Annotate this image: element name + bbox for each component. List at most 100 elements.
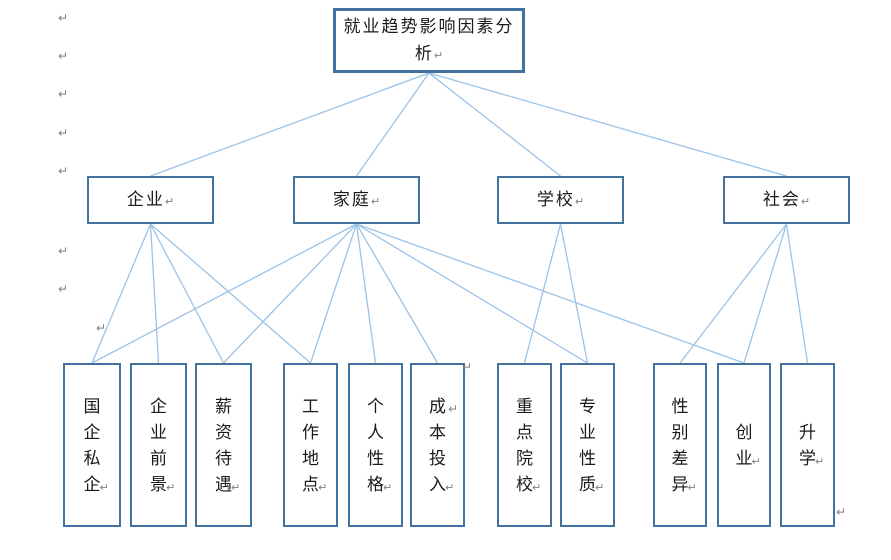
connector-line (355, 223, 377, 364)
label-char: 差 (671, 448, 689, 468)
node-label: 企业前景↵ (150, 396, 176, 494)
node-root[interactable]: 就业趋势影响因素分析↵ (333, 8, 525, 73)
connector-line (149, 223, 160, 364)
node-gender-difference[interactable]: 性别差异↵ (653, 363, 707, 527)
node-label: 重点院校↵ (516, 396, 542, 494)
node-major-nature[interactable]: 专业性质↵ (560, 363, 615, 527)
paragraph-mark-icon: ↵ (58, 49, 69, 63)
connector-line (355, 72, 430, 177)
node-startup[interactable]: 创业↵ (717, 363, 771, 527)
connector-line (355, 223, 439, 364)
node-further-study[interactable]: 升学↵ (780, 363, 835, 527)
label-char: 院 (516, 448, 533, 468)
connector-line (150, 72, 430, 177)
label-char: 个 (367, 396, 384, 416)
paragraph-mark-icon: ↵ (445, 480, 455, 494)
node-school[interactable]: 学校↵ (497, 176, 624, 224)
paragraph-mark-icon: ↵ (370, 194, 381, 208)
paragraph-mark-icon: ↵ (166, 480, 176, 494)
node-label: 就业趋势影响因素分析↵ (343, 17, 515, 63)
label-char: 质↵ (579, 474, 605, 494)
paragraph-mark-icon: ↵ (231, 480, 241, 494)
paragraph-mark-icon: ↵ (58, 164, 69, 178)
node-label: 升学↵ (799, 422, 824, 467)
connector-line (785, 223, 809, 364)
label-char: 薪 (215, 396, 232, 416)
label-char: 国 (83, 396, 101, 416)
node-label: 企业↵ (126, 189, 175, 209)
node-label: 学校↵ (536, 189, 585, 209)
label-char: 点↵ (302, 474, 328, 494)
paragraph-mark-icon: ↵ (815, 454, 825, 468)
label-char: 前 (150, 448, 167, 468)
paragraph-mark-icon: ↵ (164, 194, 175, 208)
label-char: 入↵ (429, 474, 455, 494)
label-char: 人 (367, 422, 384, 442)
paragraph-mark-icon: ↵ (99, 480, 109, 494)
label-char: 工 (302, 396, 319, 416)
label-char: 性 (579, 448, 596, 468)
connector-line (309, 223, 358, 364)
node-cost-input[interactable]: 成本投入↵ (410, 363, 465, 527)
label-char: 遇↵ (215, 474, 241, 494)
paragraph-mark-icon: ↵ (574, 194, 585, 208)
connector-line (428, 72, 787, 177)
paragraph-mark-icon: ↵ (383, 480, 393, 494)
label-char: 校↵ (516, 474, 542, 494)
paragraph-mark-icon: ↵ (58, 244, 69, 258)
label-char: 点 (516, 422, 533, 442)
paragraph-mark-icon: ↵ (462, 360, 473, 374)
label-char: 资 (215, 422, 232, 442)
node-label: 专业性质↵ (579, 398, 605, 494)
label-char: 格↵ (367, 474, 393, 494)
connector-line (223, 223, 357, 364)
label-char: 性 (671, 396, 689, 416)
paragraph-mark-icon: ↵ (96, 321, 107, 335)
node-company-prospects[interactable]: 企业前景↵ (130, 363, 187, 527)
node-enterprise[interactable]: 企业↵ (87, 176, 214, 224)
label-char: 投 (429, 448, 446, 468)
connector-line (356, 223, 745, 364)
connector-line (743, 223, 788, 364)
label-char: 升 (799, 422, 816, 442)
node-label: 工作地点↵ (302, 396, 328, 494)
paragraph-mark-icon: ↵ (751, 454, 761, 468)
connector-line (559, 223, 589, 364)
node-family[interactable]: 家庭↵ (293, 176, 420, 224)
label-char: 作 (302, 422, 319, 442)
label-char: 性 (367, 448, 384, 468)
label-char: 业 (150, 422, 167, 442)
connector-line (150, 223, 311, 364)
node-work-location[interactable]: 工作地点↵ (283, 363, 338, 527)
node-salary[interactable]: 薪资待遇↵ (195, 363, 252, 527)
label-char: 地 (302, 448, 319, 468)
connector-line (523, 223, 562, 364)
label-char: 企↵ (83, 474, 109, 494)
node-personality[interactable]: 个人性格↵ (348, 363, 403, 527)
paragraph-mark-icon: ↵ (836, 505, 847, 519)
label-char: 重 (516, 396, 533, 416)
connector-line (91, 223, 357, 364)
label-char: 景↵ (150, 474, 176, 494)
connector-line (91, 223, 152, 364)
node-society[interactable]: 社会↵ (723, 176, 850, 224)
label-char: 本 (429, 422, 446, 442)
node-label: 薪资待遇↵ (215, 396, 241, 494)
paragraph-mark-icon: ↵ (58, 11, 69, 25)
connector-line (679, 223, 788, 364)
label-char: 业↵ (735, 448, 761, 468)
node-soe-private[interactable]: 国企私企↵ (63, 363, 121, 527)
label-char: 别 (671, 422, 689, 442)
node-label: 个人性格↵ (367, 396, 393, 494)
paragraph-mark-icon: ↵ (800, 194, 811, 208)
paragraph-mark-icon: ↵ (58, 126, 69, 140)
paragraph-mark-icon: ↵ (433, 48, 444, 62)
node-label: 社会↵ (762, 189, 811, 209)
node-label: 成本投入↵ (429, 398, 455, 494)
node-label: 创业↵ (735, 424, 761, 468)
label-char: 企 (150, 396, 167, 416)
paragraph-mark-icon: ↵ (58, 282, 69, 296)
node-key-universities[interactable]: 重点院校↵ (497, 363, 552, 527)
paragraph-mark-icon: ↵ (532, 480, 542, 494)
label-char: 业 (579, 422, 596, 442)
